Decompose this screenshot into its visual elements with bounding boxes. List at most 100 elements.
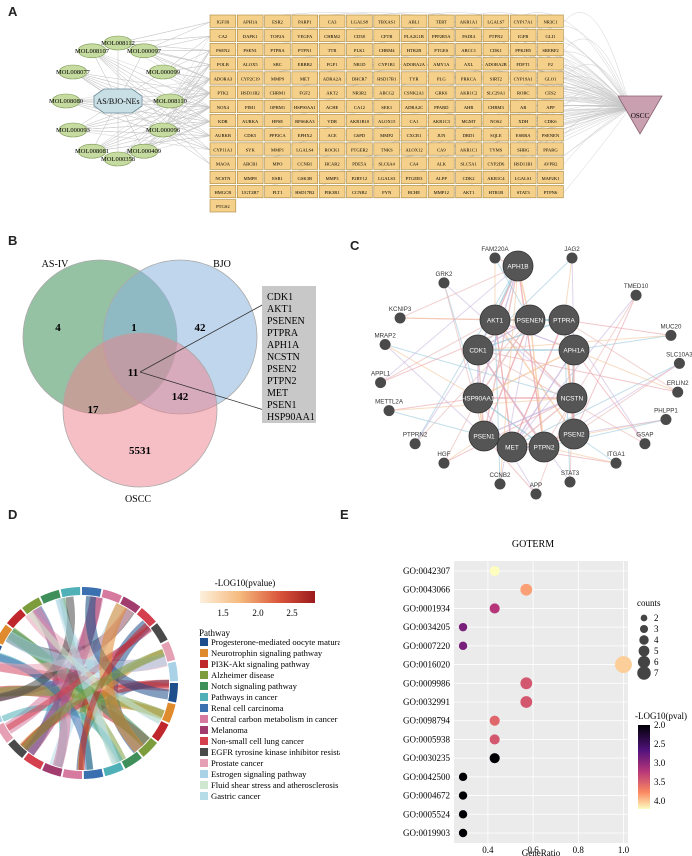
interaction-edge	[384, 344, 479, 399]
compound-node: MOL008110	[153, 93, 187, 109]
size-legend-label: 3	[654, 624, 659, 634]
gene-node: ERBB2	[291, 57, 318, 71]
gene-node: MAP2K1	[537, 170, 564, 184]
gene-label: PIK3R1	[325, 190, 341, 195]
legend-swatch	[200, 770, 208, 778]
interaction-edge	[443, 282, 573, 399]
compound-label: MOL000096	[146, 127, 181, 134]
interaction-edge	[563, 319, 678, 393]
neighbor-gene-label: KCNIP3	[389, 306, 412, 313]
gene-node: ADRA2A	[318, 71, 346, 85]
gene-label: CA1	[410, 119, 419, 124]
gene-label: AMY1A	[433, 62, 450, 67]
gene-node: PIK3R1	[318, 185, 346, 199]
edge	[91, 50, 211, 136]
neighbor-gene-label: ITGA1	[607, 451, 625, 458]
panel-letter-d: D	[8, 507, 18, 522]
gene-label: PTGER3	[406, 176, 424, 181]
legend-label: Estrogen signaling pathway	[211, 769, 307, 779]
neighbor-gene-node: PHLPP1	[654, 407, 678, 425]
gene-node: DRD1	[455, 128, 482, 142]
gene-node: EPHX2	[291, 128, 318, 142]
hub-gene-node: PSENEN	[514, 304, 546, 336]
gene-label: KDR	[218, 119, 229, 124]
gene-label: PRKCA	[461, 76, 477, 81]
compound-label: MOL008112	[101, 40, 135, 47]
go-term-point	[615, 656, 632, 674]
compound-node: MOL008080	[49, 93, 83, 109]
edge	[91, 50, 211, 151]
gene-node: ESR1	[264, 170, 291, 184]
legend-swatch	[200, 792, 208, 800]
gene-label: NOX4	[217, 105, 230, 110]
gene-label: TERT	[436, 20, 447, 25]
gene-list-item: CDK1	[267, 292, 293, 303]
chord-ring-segment	[121, 751, 142, 769]
gene-node: PTK2	[209, 85, 237, 99]
gene-label: PSEN1	[243, 48, 257, 53]
legend-swatch	[200, 715, 208, 723]
legend-label: Prostate cancer	[211, 758, 263, 768]
gene-label: CHRM3	[488, 105, 505, 110]
gene-list-item: HSP90AA1	[267, 412, 315, 423]
interaction-edge	[477, 349, 575, 399]
gene-node: PTPRA	[264, 43, 291, 57]
gene-label: CYP19A1	[514, 76, 534, 81]
gene-label: HSD17B1	[377, 76, 397, 81]
compound-label: MOL000409	[127, 148, 161, 155]
venn-count-oscc-only: 5531	[129, 445, 151, 457]
callout-line-bottom	[139, 371, 265, 411]
chord-link	[27, 611, 162, 724]
edge	[509, 87, 631, 109]
gene-label: FGF1	[327, 62, 338, 67]
oscc-node-label: OSCC	[631, 112, 650, 120]
neighbor-gene-label: APPL1	[371, 371, 391, 378]
gene-node: GSK3B	[291, 170, 318, 184]
gene-label: AKR1C1	[460, 147, 478, 152]
gene-label: ESRRA	[516, 133, 531, 138]
gene-label: PTK2	[217, 91, 229, 96]
hub-gene-label: MET	[505, 445, 519, 452]
gene-label: NR3C1	[543, 20, 558, 25]
gene-node: PTPN2	[482, 28, 510, 42]
gene-label: PTPN2	[489, 34, 503, 39]
gene-label: PLA2G1B	[404, 34, 424, 39]
gene-node: TOP2A	[264, 28, 291, 42]
edge	[91, 50, 211, 165]
gene-node: SIRT2	[482, 71, 510, 85]
gene-label: EPHX2	[298, 133, 313, 138]
gene-node: HCAR2	[318, 156, 346, 170]
chord-ring-segment	[136, 607, 156, 627]
chord-ring-segment	[162, 702, 176, 723]
gene-node: G6PD	[346, 128, 373, 142]
gene-label: IGF1R	[217, 20, 231, 25]
edge	[72, 107, 211, 131]
y-tick-label: GO:0098794	[403, 716, 450, 726]
gene-node: CDK1	[482, 43, 510, 57]
edge	[117, 36, 211, 44]
gene-label: PDE5A	[352, 162, 367, 167]
pathway-legend-item: EGFR tyrosine kinase inhibitor resistanc…	[200, 747, 340, 757]
gene-label: ALOX5	[243, 62, 259, 67]
chord-ring-segment	[161, 641, 176, 662]
go-term-point	[489, 715, 500, 726]
size-legend-dot	[637, 655, 651, 669]
y-tick-label: GO:0030235	[403, 753, 450, 763]
edge	[117, 42, 211, 51]
gene-node: PLG	[428, 71, 455, 85]
gene-node: HPSE	[264, 114, 291, 128]
venn-count-as-bjo: 1	[131, 322, 137, 334]
gene-node: GRK6	[428, 85, 455, 99]
gene-node: SEK1	[373, 99, 400, 113]
neighbor-gene-node: MUC20	[660, 323, 682, 341]
interaction-edge	[511, 446, 617, 464]
gene-label: AKR1C4	[487, 176, 505, 181]
go-term-point	[458, 810, 468, 819]
go-term-point	[458, 641, 468, 651]
chord-ring-segment	[0, 645, 2, 652]
gene-label: TYMS	[490, 147, 503, 152]
gene-node: POLB	[209, 57, 237, 71]
gene-label: RPS6KA3	[295, 119, 315, 124]
neighbor-gene-label: ERLIN2	[667, 380, 689, 387]
gene-label: TTR	[328, 48, 338, 53]
